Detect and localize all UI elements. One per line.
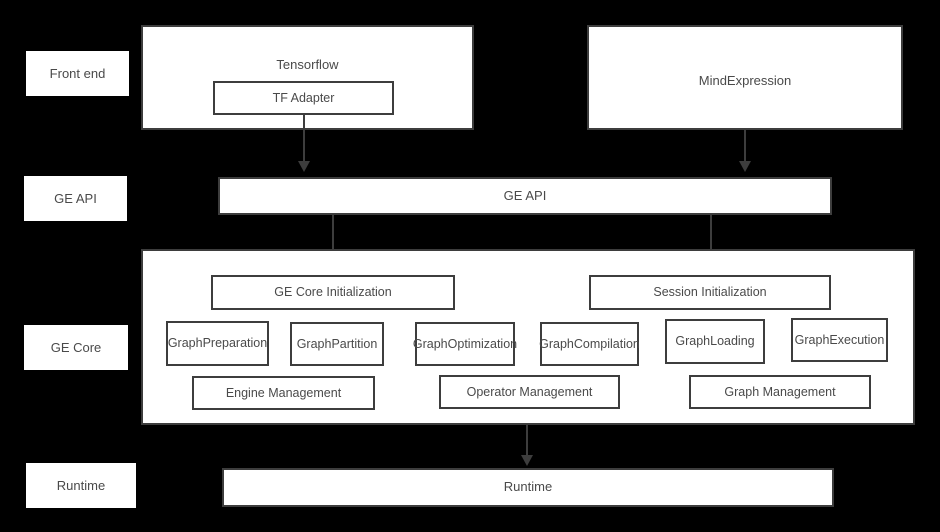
manager-graph-management[interactable]: Graph Management	[689, 375, 871, 409]
module-line-2: Preparation	[202, 336, 268, 351]
mindexpression-title: MindExpression	[698, 73, 792, 88]
manager-operator-management[interactable]: Operator Management	[439, 375, 620, 409]
tf-adapter-box[interactable]: TF Adapter	[213, 81, 394, 115]
arrow-mindexpression-to-ge-api-line	[744, 130, 746, 164]
mindexpression-container[interactable]: MindExpression	[587, 25, 903, 130]
manager-engine-management[interactable]: Engine Management	[192, 376, 375, 410]
stage-label-ge-core: GE Core	[24, 325, 128, 370]
module-line-1: Graph	[412, 336, 448, 351]
module-line-2: Optimization	[447, 336, 518, 351]
module-line-1: Graph	[675, 334, 711, 349]
module-line-1: Graph	[296, 336, 332, 351]
stage-label-ge-api: GE API	[24, 176, 127, 221]
module-graph-preparation[interactable]: Graph Preparation	[166, 321, 269, 366]
ge-api-bar[interactable]: GE API	[218, 177, 832, 215]
module-line-1: Graph	[794, 332, 830, 347]
arrow-tf-adapter-to-ge-api-head	[298, 161, 310, 172]
arrow-ge-core-to-runtime-line	[526, 425, 528, 458]
stage-label-runtime: Runtime	[26, 463, 136, 508]
arrow-ge-api-to-session-init-line	[710, 215, 712, 261]
module-graph-loading[interactable]: Graph Loading	[665, 319, 765, 364]
arrow-mindexpression-to-ge-api-head	[739, 161, 751, 172]
ge-core-initialization-box[interactable]: GE Core Initialization	[211, 275, 455, 310]
runtime-bar[interactable]: Runtime	[222, 468, 834, 507]
session-initialization-box[interactable]: Session Initialization	[589, 275, 831, 310]
module-line-2: Loading	[710, 334, 755, 349]
tensorflow-title: Tensorflow	[276, 57, 339, 72]
module-graph-optimization[interactable]: Graph Optimization	[412, 322, 518, 366]
module-graph-execution[interactable]: Graph Execution	[791, 318, 888, 362]
stage-label-front-end: Front end	[26, 51, 129, 96]
arrow-tf-adapter-to-ge-api-line	[303, 114, 305, 164]
module-line-2: Execution	[829, 332, 885, 347]
module-line-1: Graph	[167, 336, 203, 351]
module-line-1: Graph	[539, 336, 574, 351]
arrow-ge-api-to-ge-core-init-line	[332, 215, 334, 261]
module-graph-partition[interactable]: Graph Partition	[290, 322, 384, 366]
module-line-2: Partition	[331, 336, 378, 351]
module-line-2: Compilation	[573, 336, 640, 351]
arrow-ge-core-to-runtime-head	[521, 455, 533, 466]
module-graph-compilation[interactable]: Graph Compilation	[539, 322, 640, 366]
